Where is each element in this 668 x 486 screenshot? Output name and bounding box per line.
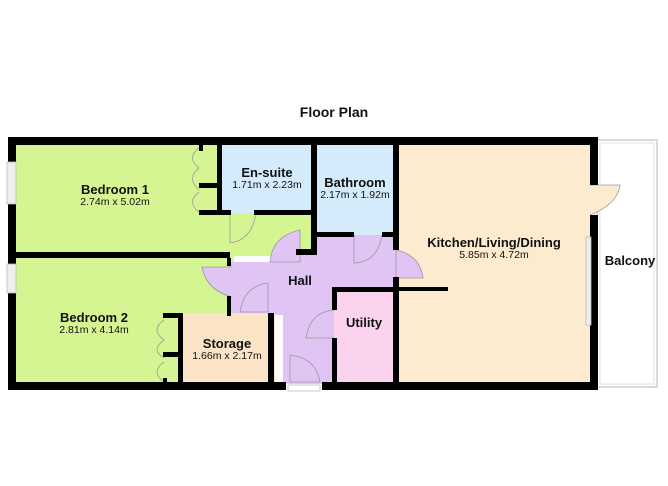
- room-name: Storage: [202, 336, 252, 351]
- window-bedroom-2: [6, 263, 17, 294]
- door-swings: [156, 147, 621, 383]
- room-fills: [14, 143, 590, 385]
- walls: [8, 137, 598, 390]
- room-label-bedroom-2: Bedroom 2 2.81m x 4.14m: [44, 311, 144, 336]
- bathroom-fill: [314, 143, 396, 235]
- balcony-area: [596, 139, 658, 388]
- room-label-utility: Utility: [336, 316, 392, 330]
- room-label-hall: Hall: [280, 274, 320, 288]
- room-label-bedroom-1: Bedroom 1 2.74m x 5.02m: [60, 183, 170, 208]
- floor-plan-title: Floor Plan: [299, 104, 369, 120]
- room-name: Kitchen/Living/Dining: [427, 235, 561, 250]
- room-label-storage: Storage 1.66m x 2.17m: [184, 337, 270, 362]
- room-dimensions: 1.71m x 2.23m: [232, 178, 302, 191]
- room-name: Bedroom 1: [81, 182, 149, 197]
- room-dimensions: 2.74m x 5.02m: [80, 195, 150, 208]
- window-bedroom-1: [6, 161, 17, 205]
- room-name: Balcony: [604, 253, 656, 268]
- utility-fill: [334, 290, 394, 384]
- room-name: Utility: [345, 315, 383, 330]
- en-suite-fill: [220, 143, 312, 213]
- room-label-kitchen: Kitchen/Living/Dining 5.85m x 4.72m: [418, 236, 570, 261]
- room-label-balcony: Balcony: [599, 254, 661, 268]
- room-dimensions: 5.85m x 4.72m: [459, 248, 529, 261]
- windows: [6, 161, 592, 392]
- room-name: En-suite: [241, 165, 293, 180]
- window-kitchen: [585, 236, 592, 326]
- room-name: Bathroom: [324, 175, 386, 190]
- room-label-en-suite: En-suite 1.71m x 2.23m: [222, 166, 312, 191]
- room-dimensions: 2.81m x 4.14m: [59, 323, 129, 336]
- room-dimensions: 1.66m x 2.17m: [192, 349, 262, 362]
- storage-fill: [181, 313, 275, 384]
- hall-fill: [230, 235, 396, 384]
- front-door-threshold: [287, 384, 321, 392]
- room-name: Hall: [288, 273, 312, 288]
- room-dimensions: 2.17m x 1.92m: [320, 188, 390, 201]
- room-label-bathroom: Bathroom 2.17m x 1.92m: [316, 176, 394, 201]
- kitchen-fill: [395, 143, 590, 385]
- room-name: Bedroom 2: [60, 310, 128, 325]
